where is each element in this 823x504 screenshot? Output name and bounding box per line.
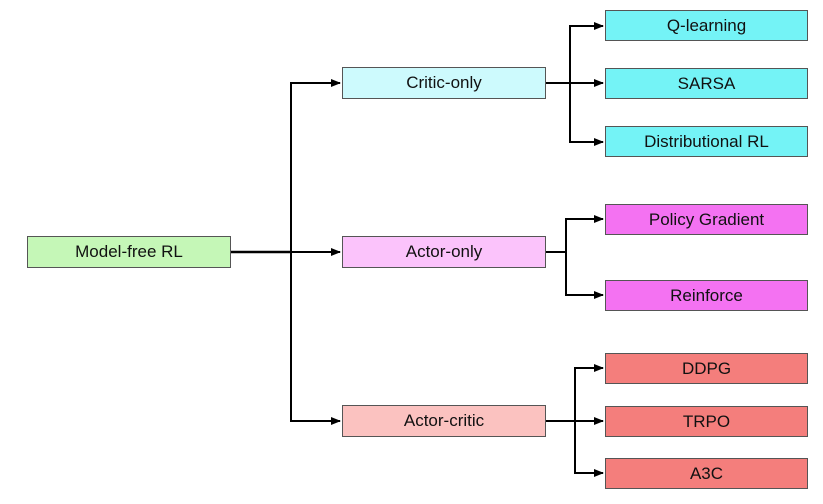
node-a3c: A3C [605, 458, 808, 489]
node-policy-gradient: Policy Gradient [605, 204, 808, 235]
node-q-learning: Q-learning [605, 10, 808, 41]
node-critic-only: Critic-only [342, 67, 546, 99]
node-ddpg: DDPG [605, 353, 808, 384]
node-actor-only: Actor-only [342, 236, 546, 268]
node-distributional-rl: Distributional RL [605, 126, 808, 157]
edge-actor-pg [565, 215, 604, 252]
node-trpo: TRPO [605, 406, 808, 437]
edge-root-actorcritic [290, 252, 341, 425]
edge-ac-ddpg [574, 364, 604, 421]
edge-actor-reinforce [565, 252, 604, 299]
node-actor-critic: Actor-critic [342, 405, 546, 437]
edge-critic-dist [569, 83, 604, 146]
node-model-free-rl: Model-free RL [27, 236, 231, 268]
edge-critic-q [569, 22, 604, 83]
edge-ac-a3c [574, 421, 604, 477]
node-reinforce: Reinforce [605, 280, 808, 311]
node-sarsa: SARSA [605, 68, 808, 99]
edge-root-critic [290, 79, 341, 252]
